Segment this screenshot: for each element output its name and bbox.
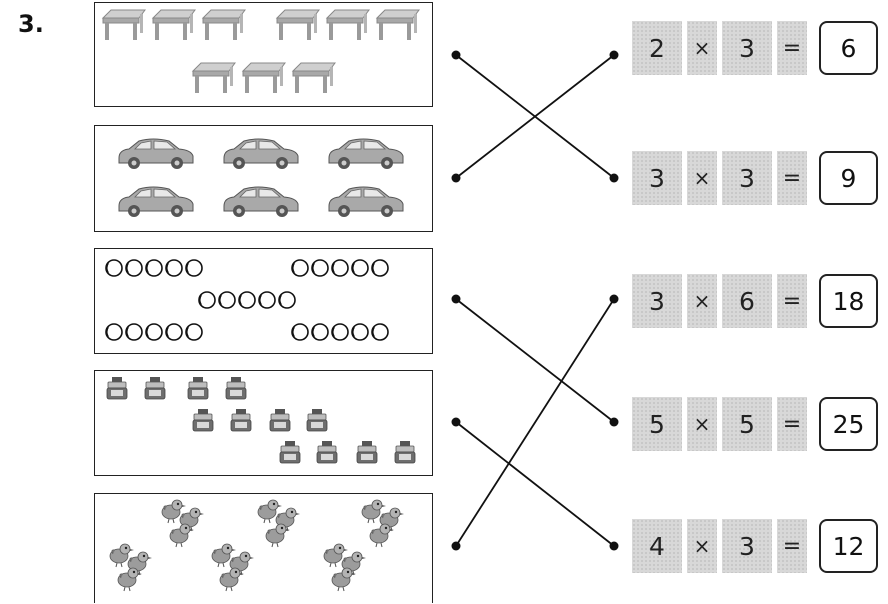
factor-a: 3 bbox=[632, 151, 682, 205]
equation-dot bbox=[609, 294, 619, 304]
times-sign: × bbox=[687, 151, 717, 205]
match-line bbox=[455, 421, 615, 547]
picture-dot bbox=[451, 294, 461, 304]
equation-dot bbox=[609, 50, 619, 60]
answer-box: 25 bbox=[819, 397, 878, 451]
equation-dot bbox=[609, 417, 619, 427]
question-number: 3. bbox=[18, 10, 44, 38]
factor-b: 3 bbox=[722, 519, 772, 573]
equals-sign: = bbox=[777, 151, 807, 205]
equals-sign: = bbox=[777, 519, 807, 573]
picture-panel-cars bbox=[94, 125, 433, 232]
equation-dot bbox=[609, 541, 619, 551]
times-sign: × bbox=[687, 519, 717, 573]
factor-a: 5 bbox=[632, 397, 682, 451]
picture-dot bbox=[451, 417, 461, 427]
answer-box: 12 bbox=[819, 519, 878, 573]
picture-panel-coins bbox=[94, 248, 433, 354]
equation-dot bbox=[609, 173, 619, 183]
factor-a: 3 bbox=[632, 274, 682, 328]
factor-b: 3 bbox=[722, 21, 772, 75]
answer-box: 9 bbox=[819, 151, 878, 205]
times-sign: × bbox=[687, 21, 717, 75]
factor-b: 6 bbox=[722, 274, 772, 328]
equals-sign: = bbox=[777, 397, 807, 451]
picture-dot bbox=[451, 50, 461, 60]
match-line bbox=[455, 298, 615, 547]
factor-a: 2 bbox=[632, 21, 682, 75]
factor-a: 4 bbox=[632, 519, 682, 573]
answer-box: 6 bbox=[819, 21, 878, 75]
picture-dot bbox=[451, 173, 461, 183]
equals-sign: = bbox=[777, 21, 807, 75]
times-sign: × bbox=[687, 397, 717, 451]
match-line bbox=[455, 298, 615, 423]
picture-panel-ink-bottles bbox=[94, 370, 433, 476]
picture-panel-tables bbox=[94, 2, 433, 107]
equals-sign: = bbox=[777, 274, 807, 328]
picture-panel-birds bbox=[94, 493, 433, 603]
picture-dot bbox=[451, 541, 461, 551]
factor-b: 3 bbox=[722, 151, 772, 205]
answer-box: 18 bbox=[819, 274, 878, 328]
factor-b: 5 bbox=[722, 397, 772, 451]
times-sign: × bbox=[687, 274, 717, 328]
match-line bbox=[455, 54, 615, 179]
